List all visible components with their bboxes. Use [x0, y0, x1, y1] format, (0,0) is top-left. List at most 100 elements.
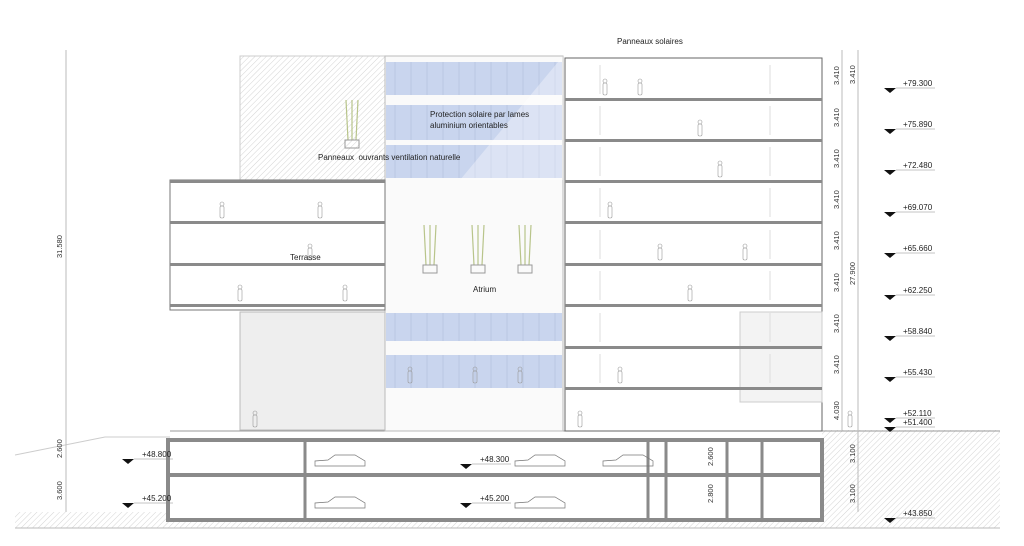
dim-core-upper: 2.600: [706, 447, 715, 466]
level-label: +48.800: [142, 450, 172, 459]
dim-left-basement-upper: 2.600: [55, 439, 64, 458]
car: [514, 454, 566, 467]
slab-left: [170, 221, 385, 224]
dim-left-basement-lower: 3.600: [55, 481, 64, 500]
people-figures: [219, 78, 853, 428]
person-body: [517, 370, 523, 384]
atrium-glass-bands: [386, 62, 562, 388]
person-body: [697, 123, 703, 137]
glass-band: [386, 145, 562, 178]
person-body: [252, 414, 258, 428]
person-body: [637, 82, 643, 96]
level-label: +48.300: [480, 455, 510, 464]
person-body: [742, 247, 748, 261]
dim-top-floor-outer: 3.410: [848, 65, 857, 84]
level-marker-icon: [884, 88, 896, 93]
glass-band: [386, 62, 562, 95]
slab-left: [170, 304, 385, 307]
person-body: [317, 205, 323, 219]
label-sun-protection-1: Protection solaire par lames: [430, 110, 529, 119]
glass-band: [386, 355, 562, 388]
ground-hatch-right: [822, 430, 1000, 512]
atrium-light-wedge: [460, 56, 563, 180]
planter: [422, 264, 438, 274]
level-label: +43.850: [903, 509, 933, 518]
dim-basement-right-lower: 3.100: [848, 484, 857, 503]
person-body: [602, 82, 608, 96]
dim-floor-height: 3.410: [832, 355, 841, 374]
bamboo-stem: [355, 99, 359, 141]
level-label: +75.890: [903, 120, 933, 129]
level-marker-icon: [884, 212, 896, 217]
bamboo-plants: [344, 99, 533, 274]
dim-total-height: 31.580: [55, 235, 64, 258]
label-terrace: Terrasse: [290, 253, 321, 262]
level-label: +58.840: [903, 327, 933, 336]
level-label: +65.660: [903, 244, 933, 253]
left-ramp-slope: [14, 436, 170, 456]
level-marker-icon: [460, 464, 472, 469]
slab-right: [565, 346, 822, 349]
label-vent-panels: Panneaux ouvrants ventilation naturelle: [318, 153, 461, 162]
label-atrium: Atrium: [473, 285, 496, 294]
basement-outline: [166, 438, 824, 522]
level-label: +62.250: [903, 286, 933, 295]
slab-right: [565, 221, 822, 224]
planter: [470, 264, 486, 274]
slab-right: [565, 263, 822, 266]
level-label: +72.480: [903, 161, 933, 170]
dim-floor-height: 3.410: [832, 108, 841, 127]
level-marker-icon: [884, 129, 896, 134]
person-body: [617, 370, 623, 384]
level-marker-icon: [884, 295, 896, 300]
bamboo-stem: [528, 224, 532, 266]
glass-band: [386, 105, 562, 140]
level-marker-icon: [884, 518, 896, 523]
person-body: [577, 414, 583, 428]
level-marker-icon: [884, 253, 896, 258]
level-label: +51.400: [903, 418, 933, 427]
level-label: +79.300: [903, 79, 933, 88]
bamboo-stem: [423, 224, 427, 266]
bamboo-stem: [518, 224, 522, 266]
basement-level-markers: +48.800+45.200+48.300+45.200: [122, 450, 511, 508]
basement-walls: [303, 442, 764, 518]
bamboo-stem: [481, 224, 485, 266]
person-head: [847, 410, 853, 416]
planter: [344, 139, 360, 149]
slab-right: [565, 304, 822, 307]
person-body: [407, 370, 413, 384]
planter: [517, 264, 533, 274]
person-body: [472, 370, 478, 384]
person-body: [717, 164, 723, 178]
person-body: [342, 288, 348, 302]
parked-cars: [314, 454, 654, 509]
level-label: +45.200: [142, 494, 172, 503]
person-body: [307, 247, 313, 261]
dim-core-lower: 2.800: [706, 484, 715, 503]
left-lower-facade: [239, 311, 386, 431]
person-body: [687, 288, 693, 302]
level-label: +69.070: [903, 203, 933, 212]
person-body: [219, 205, 225, 219]
slab-left: [170, 263, 385, 266]
person-body: [847, 414, 853, 428]
slab-right: [565, 180, 822, 183]
label-solar-panels: Panneaux solaires: [617, 37, 683, 46]
car: [314, 454, 366, 467]
car: [314, 496, 366, 509]
slab-right: [565, 98, 822, 101]
dim-floor-height: 3.410: [832, 273, 841, 292]
dim-tower-height: 27.900: [848, 262, 857, 285]
floor-slabs: [170, 65, 822, 390]
car: [514, 496, 566, 509]
floor-height-dimensions: 3.4103.4103.4103.4103.4103.4103.4103.410…: [832, 66, 841, 420]
dim-floor-height: 3.410: [832, 314, 841, 333]
dim-floor-height: 3.410: [832, 66, 841, 85]
label-sun-protection-2: aluminium orientables: [430, 121, 508, 130]
bamboo-stem: [345, 99, 349, 141]
level-label: +52.110: [903, 409, 932, 418]
level-marker-icon: [884, 377, 896, 382]
bamboo-stem: [471, 224, 475, 266]
